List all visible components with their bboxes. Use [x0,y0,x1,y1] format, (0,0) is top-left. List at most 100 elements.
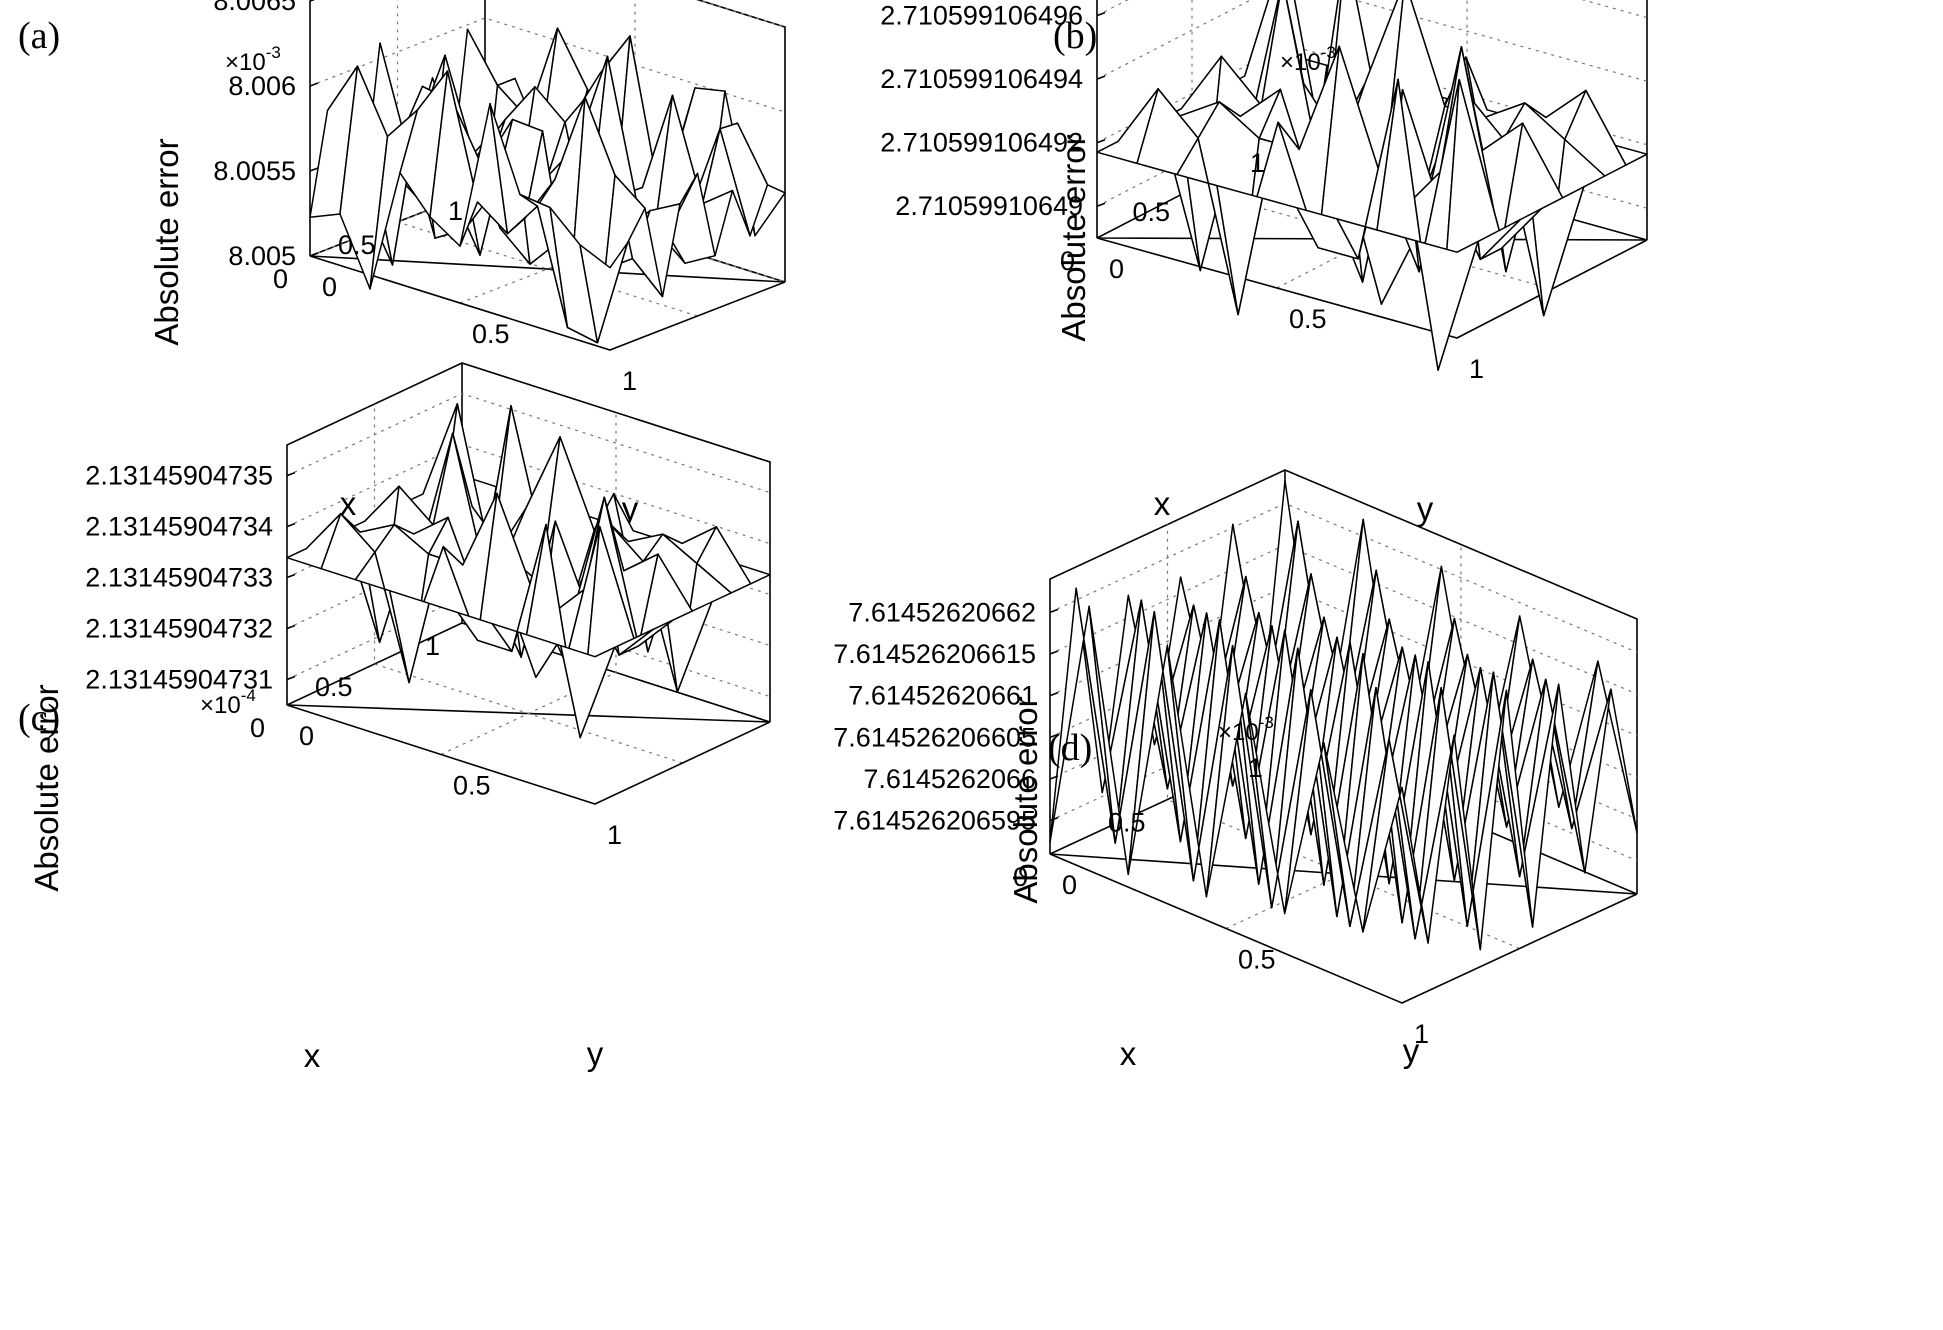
floor-front-edges [1096,237,1648,339]
surface-patch [1416,240,1479,371]
z-tick-label: 8.0055 [213,156,296,186]
multiplier-label: ×10-3 [1218,713,1274,746]
x-tick-label: 0.5 [315,672,353,702]
multiplier-exponent: -4 [241,686,256,705]
x-tick-label: 0 [1013,862,1028,892]
z-tick-label: 8.0065 [213,0,296,16]
multiplier-exponent: -3 [266,43,281,62]
z-tick-label: 7.614526206595 [833,806,1036,836]
panel-d: 7.614526206595 7.6145262066 7.614526206605… [833,469,1638,1072]
y-tick-label: 0.5 [1238,945,1276,975]
z-axis-label: Absolute error [28,684,65,891]
y-tick-label: 1 [1469,354,1484,384]
back-walls-outline [1096,0,1648,240]
y-tick-label: 0.5 [1289,304,1327,334]
x-tick-label: 0 [1060,246,1075,276]
y-tick-label: 0 [322,272,337,302]
panel-label: (c) [18,697,60,739]
surface-patch [579,242,629,344]
panel-label: (a) [18,15,60,57]
panel-label: (d) [1048,727,1092,769]
z-tick-mark [1096,11,1106,17]
z-gridline [1096,0,1648,19]
z-tick-mark [1049,733,1059,739]
y-axis-label: y [1403,1032,1420,1069]
y-axis-label: y [1417,490,1434,527]
x-axis-label: x [340,485,357,522]
x-axis-label: x [1120,1035,1137,1072]
x-gridline [373,404,683,764]
panel-label: (b) [1053,15,1097,57]
z-tick-label: 7.614526206615 [833,639,1036,669]
z-tick-mark [1049,775,1059,780]
x-gridline [1191,0,1553,290]
z-tick-label: 2.13145904733 [85,563,273,593]
multiplier-label: ×10-3 [1280,43,1336,76]
y-tick-label: 1 [607,820,622,850]
surface-mesh [286,403,771,739]
z-gridline [286,392,771,494]
z-tick-mark [286,522,296,528]
z-axis-label: Absolute error [1007,696,1044,903]
y-tick-label: 0 [1062,870,1077,900]
z-tick-mark [309,252,319,257]
z-tick-mark [286,471,296,477]
y-tick-label: 0.5 [453,771,491,801]
x-axis-label: x [1154,485,1171,522]
floor-front-edges [309,255,786,351]
z-tick-label: 2.13145904734 [85,512,273,542]
z-tick-label: 7.6145262066 [863,764,1036,794]
z-tick-mark [1049,691,1059,697]
z-tick-label: 8.006 [228,71,296,101]
multiplier-exponent: -3 [1321,43,1336,62]
z-tick-mark [1049,816,1059,822]
z-tick-label: 2.710599106492 [880,128,1083,158]
x-tick-label: 1 [1250,148,1265,178]
y-gridline [440,412,617,756]
multiplier-exponent: -3 [1259,713,1274,732]
surface-mesh [309,27,786,344]
y-gridline [1276,0,1468,289]
z-tick-mark [286,573,296,579]
x-axis-label: x [304,1037,321,1074]
z-tick-label: 8.005 [228,241,296,271]
y-tick-label: 0 [299,721,314,751]
z-tick-mark [286,675,296,681]
z-tick-label: 2.710599106494 [880,64,1083,94]
z-tick-label: 7.61452620661 [848,681,1036,711]
x-tick-label: 1 [1248,753,1263,783]
y-axis-label: y [587,1035,604,1072]
z-gridline [1049,502,1638,653]
z-tick-mark [1049,608,1059,614]
z-tick-label: 2.13145904735 [85,461,273,491]
z-axis-label: Absolute error [1055,134,1092,341]
floor-front-edges [286,704,771,805]
z-axis-label: Absolute error [148,138,185,345]
panel-a: 8.0058.00558.0068.006500.5100.51(a)×10-3… [18,0,786,527]
surface-patch [560,644,616,739]
surface-patch [1362,738,1429,944]
y-tick-label: 0.5 [472,319,510,349]
z-tick-label: 2.710599106496 [880,1,1083,31]
z-tick-mark [309,0,315,2]
z-tick-mark [1096,75,1106,80]
y-tick-label: 1 [1414,1019,1429,1049]
y-gridline [1225,544,1462,930]
z-tick-mark [1049,650,1059,655]
z-tick-label: 2.71059910649 [895,191,1083,221]
x-tick-label: 0 [273,264,288,294]
z-tick-mark [309,167,319,172]
z-tick-mark [1096,202,1106,207]
y-tick-label: 0 [1109,254,1124,284]
z-tick-mark [286,624,296,630]
x-tick-label: 0.5 [1132,197,1170,227]
y-tick-label: 1 [622,366,637,396]
x-tick-label: 0 [250,713,265,743]
z-tick-label: 2.13145904732 [85,614,273,644]
surface-mesh [1049,480,1638,951]
z-tick-mark [309,82,319,87]
z-tick-label: 7.61452620662 [848,597,1036,627]
z-tick-mark [1096,138,1106,144]
z-tick-label: 7.614526206605 [833,722,1036,752]
